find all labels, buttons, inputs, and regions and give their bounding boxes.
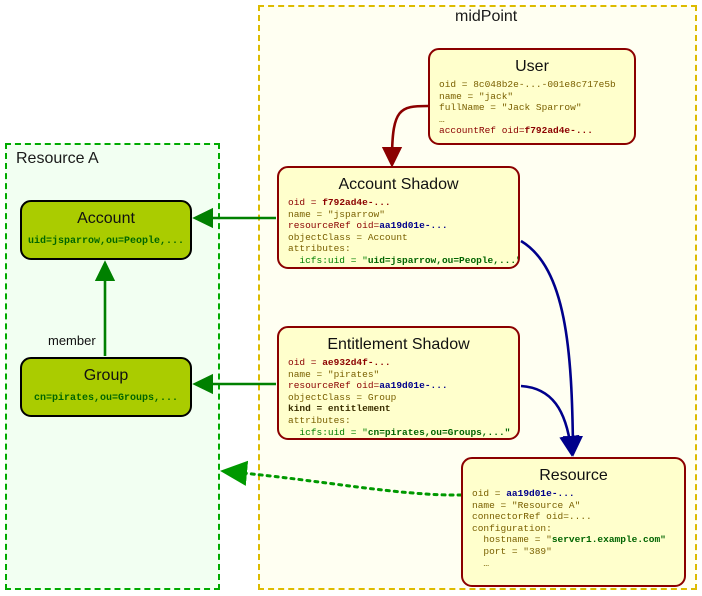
es-icfsuid-value: cn=pirates,ou=Groups,..." xyxy=(367,426,511,438)
node-account-shadow-title: Account Shadow xyxy=(338,176,459,193)
res-oid-label: oid = xyxy=(472,488,507,499)
as-resourceref-label: resourceRef oid= xyxy=(288,220,380,232)
node-group[interactable]: Group cn=pirates,ou=Groups,... xyxy=(20,357,192,417)
es-objectclass-line: objectClass = Group xyxy=(288,391,397,403)
node-account-title: Account xyxy=(77,210,135,227)
user-fullname-line: fullName = "Jack Sparrow" xyxy=(439,102,582,114)
node-resource[interactable]: Resource oid = aa19d01e-... name = "Reso… xyxy=(461,457,686,587)
node-resource-body: oid = aa19d01e-... name = "Resource A" c… xyxy=(463,484,684,569)
es-icfsuid-label: icfs:uid = " xyxy=(288,426,368,438)
node-user[interactable]: User oid = 8c048b2e-...-001e8c717e5b nam… xyxy=(428,48,636,145)
as-attributes-line: attributes: xyxy=(288,243,351,255)
node-entitlement-shadow-title: Entitlement Shadow xyxy=(327,336,470,353)
res-hostname-value: server1.example.com" xyxy=(551,534,666,546)
user-accountref-value: f792ad4e-... xyxy=(524,125,593,137)
res-more-line: … xyxy=(472,557,490,569)
as-icfsuid-label: icfs:uid = " xyxy=(288,254,368,266)
user-oid-line: oid = 8c048b2e-...-001e8c717e5b xyxy=(439,79,616,90)
node-account-subtitle: uid=jsparrow,ou=People,... xyxy=(27,236,185,247)
midpoint-panel-title: midPoint xyxy=(455,8,518,25)
res-name-line: name = "Resource A" xyxy=(472,499,581,511)
member-edge-label: member xyxy=(48,333,96,348)
es-name-line: name = "pirates" xyxy=(288,368,380,380)
user-accountref-label: accountRef oid= xyxy=(439,125,525,137)
node-account-shadow-body: oid = f792ad4e-... name = "jsparrow" res… xyxy=(279,193,518,267)
node-user-title: User xyxy=(515,58,549,75)
as-name-line: name = "jsparrow" xyxy=(288,208,385,220)
es-oid-value: ae932d4f-... xyxy=(322,357,391,368)
as-resourceref-value: aa19d01e-... xyxy=(379,220,448,232)
as-oid-label: oid = xyxy=(288,197,323,208)
user-name-line: name = "jack" xyxy=(439,90,514,102)
node-account-shadow[interactable]: Account Shadow oid = f792ad4e-... name =… xyxy=(277,166,520,269)
node-group-subtitle: cn=pirates,ou=Groups,... xyxy=(33,393,179,404)
node-entitlement-shadow-body: oid = ae932d4f-... name = "pirates" reso… xyxy=(279,353,518,438)
res-configuration-line: configuration: xyxy=(472,522,552,534)
es-kind-line: kind = entitlement xyxy=(288,403,391,415)
as-oid-value: f792ad4e-... xyxy=(322,197,391,208)
es-oid-label: oid = xyxy=(288,357,323,368)
res-oid-value: aa19d01e-... xyxy=(506,488,575,499)
es-attributes-line: attributes: xyxy=(288,414,351,426)
res-hostname-label: hostname = " xyxy=(472,534,552,546)
es-resourceref-value: aa19d01e-... xyxy=(379,380,448,392)
node-resource-title: Resource xyxy=(539,467,608,484)
node-account[interactable]: Account uid=jsparrow,ou=People,... xyxy=(20,200,192,260)
node-group-title: Group xyxy=(83,367,129,384)
as-objectclass-line: objectClass = Account xyxy=(288,231,408,243)
res-port-line: port = "389" xyxy=(472,545,552,557)
node-user-body: oid = 8c048b2e-...-001e8c717e5b name = "… xyxy=(430,75,634,137)
es-resourceref-label: resourceRef oid= xyxy=(288,380,380,392)
as-icfsuid-value: uid=jsparrow,ou=People,..." xyxy=(367,254,520,266)
resource-a-panel-title: Resource A xyxy=(16,150,99,167)
node-entitlement-shadow[interactable]: Entitlement Shadow oid = ae932d4f-... na… xyxy=(277,326,520,440)
user-ellipsis-line: … xyxy=(439,113,445,125)
res-connectorref-line: connectorRef oid=.... xyxy=(472,511,592,523)
